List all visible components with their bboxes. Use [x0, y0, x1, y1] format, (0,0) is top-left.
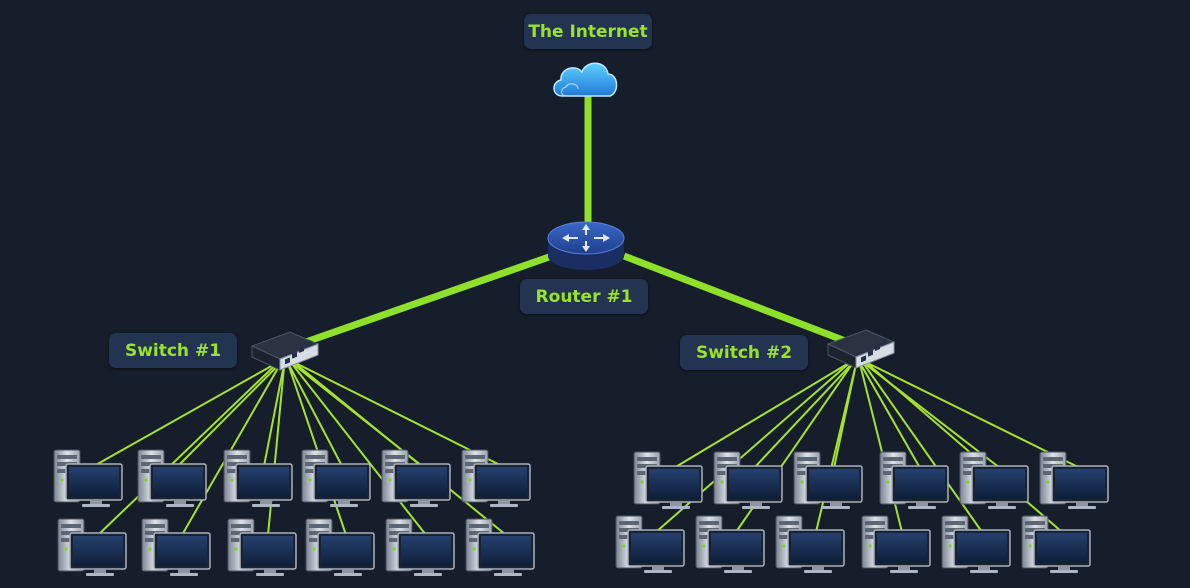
- s1-host-link: [289, 361, 427, 536]
- desktop-computer-icon[interactable]: [57, 518, 127, 577]
- s1-host-link: [267, 361, 286, 536]
- desktop-computer-icon[interactable]: [1021, 515, 1091, 574]
- desktop-computer-icon[interactable]: [633, 451, 703, 510]
- desktop-computer-icon[interactable]: [861, 515, 931, 574]
- desktop-computer-icon[interactable]: [959, 451, 1029, 510]
- s1-host-link: [177, 361, 283, 467]
- s2-host-link: [753, 361, 855, 469]
- s1-host-link: [181, 361, 283, 536]
- desktop-computer-icon[interactable]: [1039, 451, 1109, 510]
- desktop-computer-icon[interactable]: [695, 515, 765, 574]
- switch1-label: Switch #1: [109, 333, 237, 368]
- desktop-computer-icon[interactable]: [223, 449, 293, 508]
- router-switch2-link: [622, 252, 850, 346]
- s1-host-link: [97, 361, 280, 536]
- s1-host-link: [286, 361, 343, 467]
- desktop-computer-icon[interactable]: [775, 515, 845, 574]
- s2-host-link: [865, 361, 1081, 469]
- s1-host-link: [292, 361, 507, 536]
- host-links: [93, 361, 1081, 536]
- s2-host-link: [858, 361, 921, 469]
- s2-host-link: [815, 361, 858, 533]
- uplinks: [298, 95, 850, 348]
- desktop-computer-icon[interactable]: [793, 451, 863, 510]
- desktop-computer-icon[interactable]: [53, 449, 123, 508]
- desktop-computer-icon[interactable]: [713, 451, 783, 510]
- s2-host-link: [673, 361, 852, 469]
- desktop-computer-icon[interactable]: [615, 515, 685, 574]
- desktop-computer-icon[interactable]: [461, 449, 531, 508]
- desktop-computer-icon[interactable]: [305, 518, 375, 577]
- desktop-computer-icon[interactable]: [879, 451, 949, 510]
- desktop-computer-icon[interactable]: [301, 449, 371, 508]
- s2-host-link: [864, 361, 1063, 533]
- hosts: [53, 449, 1109, 577]
- desktop-computer-icon[interactable]: [381, 449, 451, 508]
- router-icon[interactable]: [547, 221, 625, 270]
- desktop-computer-icon[interactable]: [227, 518, 297, 577]
- desktop-computer-icon[interactable]: [465, 518, 535, 577]
- cloud-icon[interactable]: [553, 62, 618, 97]
- s1-host-link: [293, 361, 503, 467]
- internet-label: The Internet: [524, 14, 652, 49]
- s1-host-link: [286, 361, 347, 536]
- desktop-computer-icon[interactable]: [141, 518, 211, 577]
- switch2-label: Switch #2: [680, 335, 808, 370]
- s1-host-link: [93, 361, 279, 467]
- desktop-computer-icon[interactable]: [137, 449, 207, 508]
- s1-host-link: [263, 361, 286, 467]
- router-label: Router #1: [520, 279, 648, 314]
- router-switch1-link: [298, 252, 554, 348]
- s2-host-link: [655, 361, 852, 533]
